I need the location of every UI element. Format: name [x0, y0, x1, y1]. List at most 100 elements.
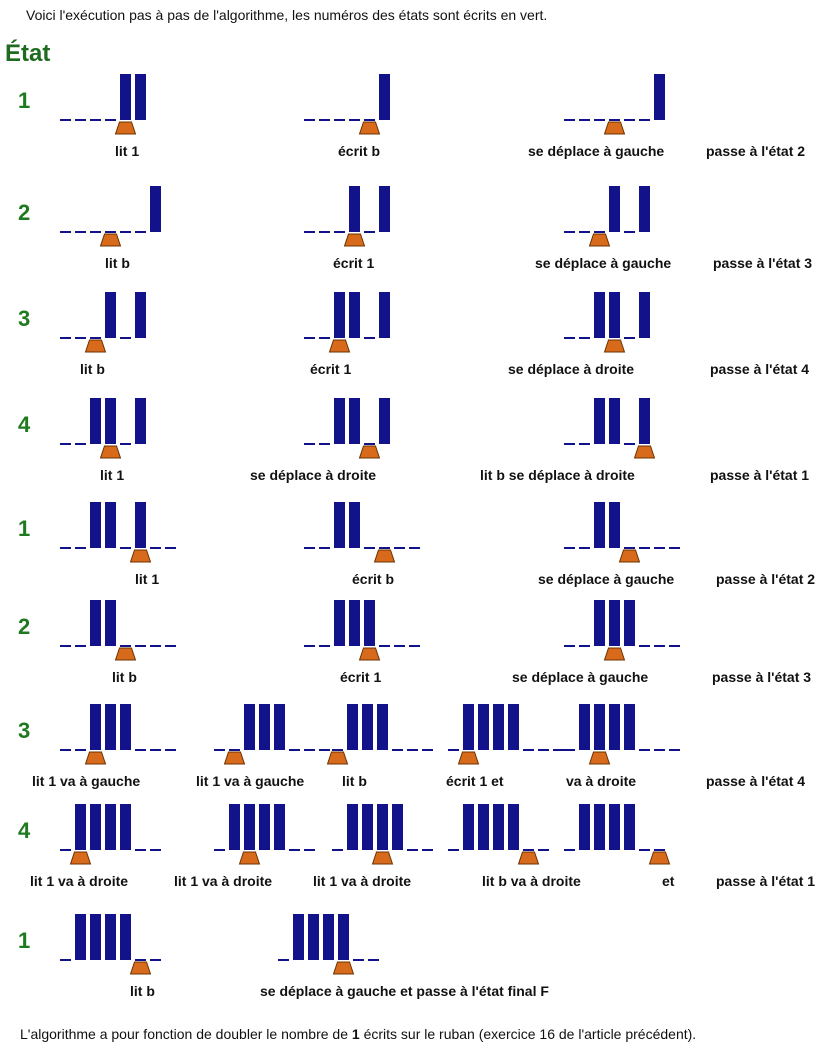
conclusion-part: écrits sur le ruban (exercice 16 de l'ar… — [359, 1026, 697, 1042]
step-label: passe à l'état 1 — [710, 467, 810, 483]
step-label: passe à l'état 2 — [716, 571, 816, 587]
state-number: 2 — [18, 614, 31, 639]
turing-tape — [60, 704, 176, 765]
tape-cell-one — [229, 804, 240, 850]
step-label: se déplace à gauche — [512, 669, 649, 685]
read-head — [114, 647, 137, 661]
tape-cell-one — [90, 398, 101, 444]
tape-cell-one — [654, 74, 665, 120]
state-number: 2 — [18, 200, 31, 225]
step-label: lit b — [130, 983, 155, 999]
turing-tape — [304, 398, 390, 459]
step-label: se déplace à gauche — [535, 255, 672, 271]
step-label: lit b se déplace à droite — [480, 467, 635, 483]
turing-tape — [564, 292, 650, 353]
read-head — [603, 121, 626, 135]
step-label: passe à l'état 4 — [706, 773, 806, 789]
tape-cell-one — [75, 804, 86, 850]
tape-cell-one — [349, 502, 360, 548]
tape-cell-one — [90, 804, 101, 850]
turing-tape — [332, 804, 433, 865]
read-head — [633, 445, 656, 459]
read-head — [588, 751, 611, 765]
tape-cell-one — [639, 186, 650, 232]
turing-tape — [304, 186, 390, 247]
turing-tape — [564, 502, 680, 563]
turing-tape — [60, 74, 146, 135]
step-label: se déplace à gauche et passe à l'état fi… — [260, 983, 549, 999]
read-head — [603, 339, 626, 353]
read-head — [129, 549, 152, 563]
step-label: et — [662, 873, 675, 889]
read-head — [358, 647, 381, 661]
step-label: lit 1 va à droite — [174, 873, 273, 889]
tape-cell-one — [379, 74, 390, 120]
step-label: lit 1 va à gauche — [196, 773, 305, 789]
tape-cell-one — [90, 704, 101, 750]
read-head — [99, 233, 122, 247]
tape-cell-one — [379, 398, 390, 444]
tape-cell-one — [579, 804, 590, 850]
tape-cell-one — [135, 502, 146, 548]
tape-cell-one — [624, 600, 635, 646]
tape-cell-one — [508, 704, 519, 750]
read-head — [618, 549, 641, 563]
tape-cell-one — [244, 804, 255, 850]
turing-tape — [448, 704, 564, 765]
tape-cell-one — [323, 914, 334, 960]
read-head — [457, 751, 480, 765]
turing-tape — [304, 600, 420, 661]
read-head — [603, 647, 626, 661]
read-head — [326, 751, 349, 765]
turing-tape — [60, 186, 161, 247]
tape-cell-one — [90, 502, 101, 548]
read-head — [373, 549, 396, 563]
tape-cell-one — [609, 704, 620, 750]
read-head — [332, 961, 355, 975]
read-head — [328, 339, 351, 353]
read-head — [588, 233, 611, 247]
state-number: 1 — [18, 516, 31, 541]
read-head — [99, 445, 122, 459]
tape-cell-one — [594, 804, 605, 850]
turing-tape — [60, 398, 146, 459]
tape-cell-one — [349, 398, 360, 444]
tape-cell-one — [609, 804, 620, 850]
read-head — [358, 121, 381, 135]
tape-cell-one — [609, 600, 620, 646]
turing-tape — [304, 292, 390, 353]
step-label: lit b va à droite — [482, 873, 581, 889]
step-label: écrit 1 et — [446, 773, 504, 789]
tape-cell-one — [120, 74, 131, 120]
read-head — [223, 751, 246, 765]
tape-cell-one — [377, 804, 388, 850]
turing-tape — [214, 704, 330, 765]
turing-tape — [564, 398, 656, 459]
tape-cell-one — [150, 186, 161, 232]
tape-cell-one — [135, 292, 146, 338]
turing-tape — [304, 74, 390, 135]
turing-tape — [304, 502, 420, 563]
step-label: lit 1 va à droite — [313, 873, 412, 889]
tape-cell-one — [334, 398, 345, 444]
tape-cell-one — [105, 398, 116, 444]
tape-cell-one — [639, 292, 650, 338]
conclusion-bold-one: 1 — [351, 1026, 360, 1042]
tape-cell-one — [338, 914, 349, 960]
tape-cell-one — [347, 804, 358, 850]
step-label: lit 1 va à droite — [30, 873, 129, 889]
tape-cell-one — [105, 292, 116, 338]
step-label: se déplace à droite — [508, 361, 635, 377]
tape-cell-one — [334, 292, 345, 338]
tape-cell-one — [362, 704, 373, 750]
step-label: se déplace à gauche — [528, 143, 665, 159]
tape-cell-one — [274, 804, 285, 850]
turing-tape — [326, 704, 433, 765]
step-label: lit 1 — [100, 467, 125, 483]
tape-cell-one — [362, 804, 373, 850]
tape-cell-one — [392, 804, 403, 850]
tape-cell-one — [259, 804, 270, 850]
etat-title: État — [5, 40, 51, 67]
tape-cell-one — [308, 914, 319, 960]
